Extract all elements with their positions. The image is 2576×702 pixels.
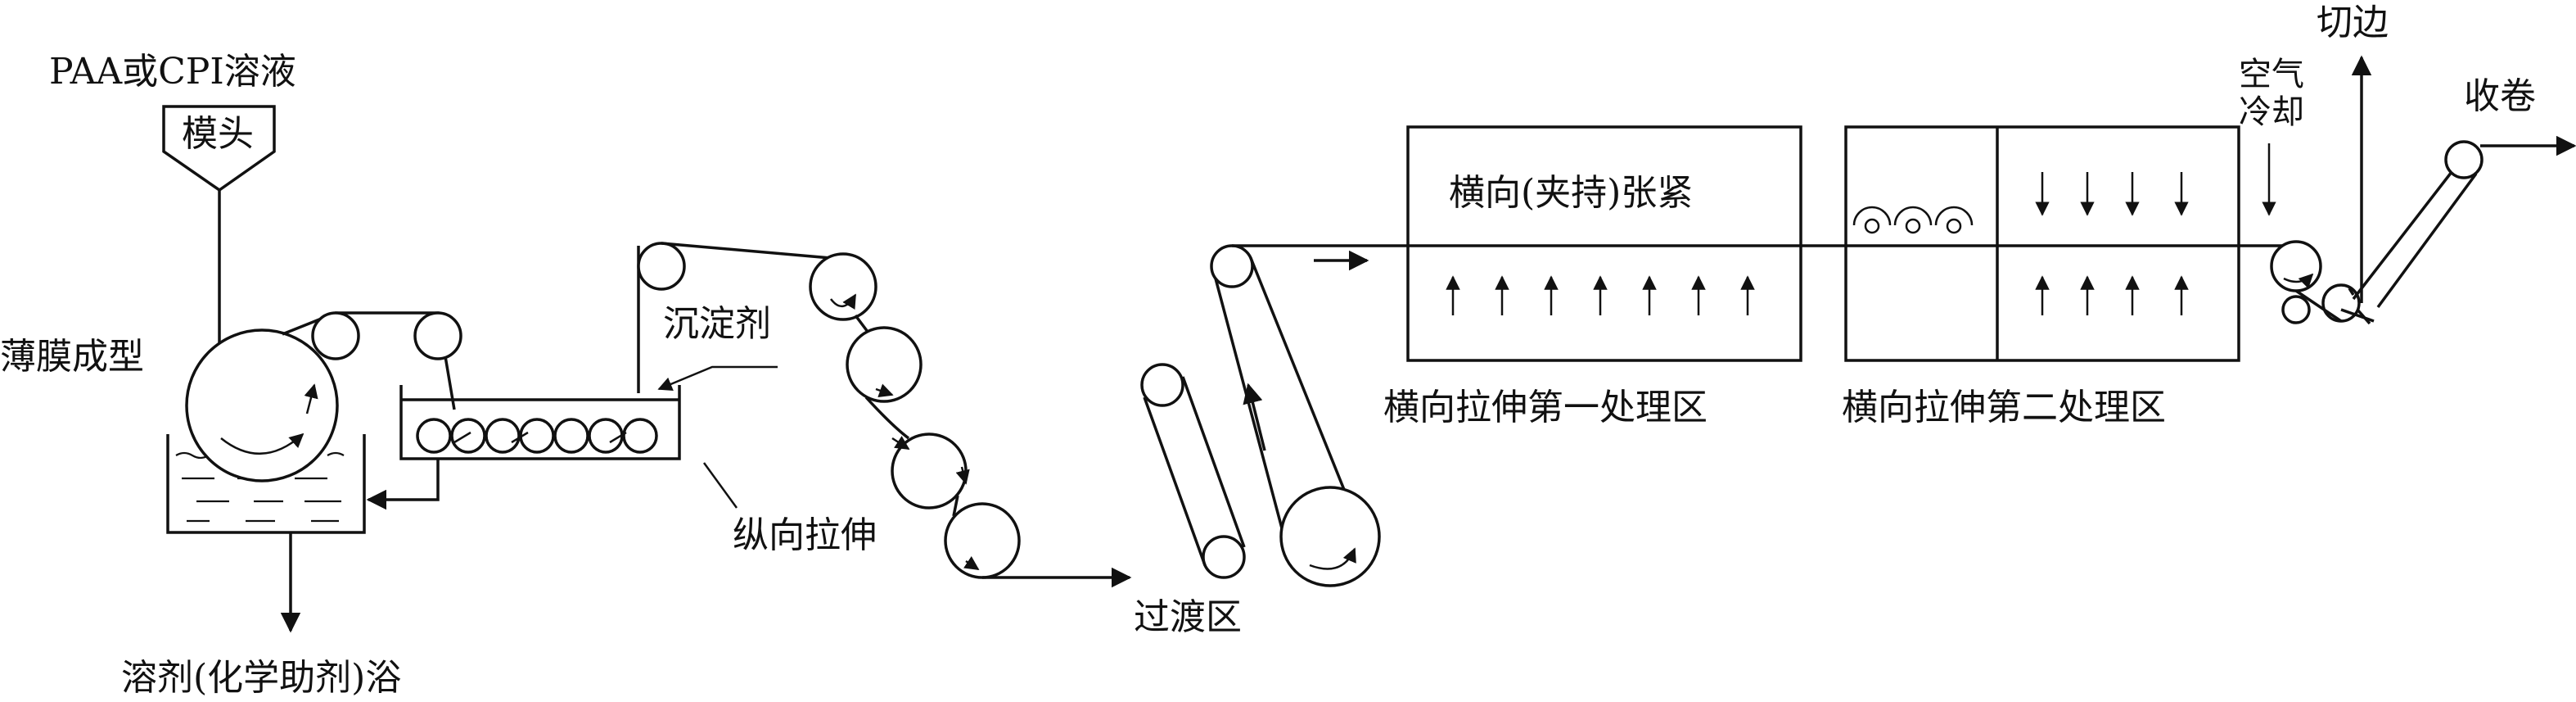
heater-coils-icon — [1852, 206, 1974, 234]
tension-clamp-label: 横向(夹持)张紧 — [1449, 172, 1693, 214]
precipitant-arrow — [657, 365, 778, 392]
cooling-trim-rolls — [2270, 240, 2375, 325]
transition-zone-label: 过渡区 — [1134, 596, 1242, 638]
zone-two-box — [1844, 125, 2240, 362]
recycle-arrow — [366, 459, 440, 510]
longitudinal-stretch-label: 纵向拉伸 — [733, 514, 877, 556]
air-cooling-label-line2: 冷却 — [2239, 93, 2304, 131]
zone-two-down-arrows — [2035, 172, 2189, 216]
transfer-rolls — [282, 311, 462, 410]
zone-two-up-arrows — [2035, 275, 2189, 315]
solution-label: PAA或CPI溶液 — [49, 51, 296, 93]
zone-one-up-arrows — [1446, 275, 1755, 315]
film-forming-label: 薄膜成型 — [0, 336, 144, 378]
zone-two-label: 横向拉伸第二处理区 — [1842, 387, 2166, 428]
precipitation-tray — [399, 246, 681, 460]
transition-rolls — [1140, 244, 1381, 587]
die-label: 模头 — [182, 113, 254, 155]
casting-drum — [185, 328, 339, 482]
air-cooling-label-line1: 空气 — [2239, 56, 2304, 93]
stretch-leader — [702, 462, 738, 509]
winding-roll — [2352, 135, 2576, 309]
longitudinal-stretch-rolls — [637, 242, 1132, 588]
edge-trim-label: 切边 — [2317, 2, 2389, 43]
winding-label: 收卷 — [2464, 75, 2536, 117]
zone-one-label: 横向拉伸第一处理区 — [1383, 387, 1708, 428]
die-icon — [162, 105, 276, 352]
precipitant-label: 沉淀剂 — [663, 303, 771, 345]
solvent-bath-label: 溶剂(化学助剂)浴 — [121, 657, 401, 699]
zone-one-box — [1406, 125, 1802, 362]
